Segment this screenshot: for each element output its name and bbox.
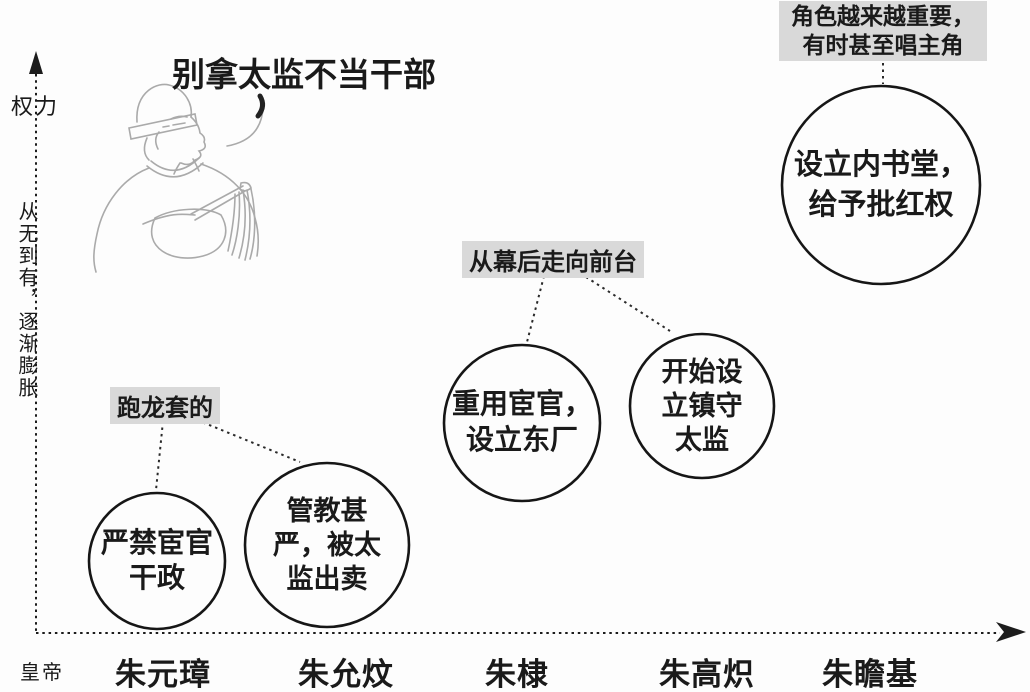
connector-stage1-bubble2 <box>196 419 301 463</box>
bubble-circle-zhuzhanji <box>780 84 982 286</box>
bubble-circles <box>87 84 982 631</box>
x-axis-arrow-icon <box>996 622 1026 642</box>
bubble-circle-zhudi <box>442 343 602 503</box>
x-axis-label-zhudi: 朱棣 <box>485 657 549 692</box>
bubble-circle-zhugaochi <box>628 332 776 480</box>
x-axis <box>36 622 1026 642</box>
bubble-zhuzhanji: 设立内书堂， 给予批红权 <box>784 86 978 284</box>
bubble-circle-zhuyunwen <box>243 461 411 629</box>
annotation-connectors <box>155 63 884 491</box>
stage-label-bit-player: 跑龙套的 <box>110 387 220 424</box>
x-axis-origin-label: 皇帝 <box>20 662 64 684</box>
y-axis <box>29 51 43 633</box>
bubble-text-line: 重用宦官， <box>451 389 592 420</box>
bubble-zhugaochi: 开始设 立镇守 太监 <box>632 334 772 478</box>
stage-label-leading-role: 角色越来越重要， 有时甚至唱主角 <box>779 1 987 61</box>
y-axis-annotation: 从无到有，逐渐膨胀 <box>15 201 37 399</box>
connector-stage2-bubble4 <box>585 276 671 332</box>
bubble-zhuyunwen: 管教甚 严，被太 监出卖 <box>247 463 407 627</box>
eunuch-cartoon-icon <box>93 83 266 273</box>
connector-stage1-bubble1 <box>155 420 164 491</box>
stage-label-leading-role-line2: 有时甚至唱主角 <box>802 33 964 58</box>
bubble-zhudi: 重用宦官， 设立东厂 <box>444 345 600 501</box>
stage-label-front-stage: 从幕后走向前台 <box>462 241 644 278</box>
bubble-text-line: 管教甚 <box>286 496 368 526</box>
x-axis-label-zhuyunwen: 朱允炆 <box>298 657 394 692</box>
stage-label-leading-role-line1: 角色越来越重要， <box>791 4 975 29</box>
bubble-text-line: 开始设 <box>661 357 743 387</box>
bubble-text-line: 设立内书堂， <box>793 149 968 181</box>
main-title: 别拿太监不当干部 <box>172 58 436 94</box>
x-axis-label-zhugaochi: 朱高炽 <box>659 657 755 692</box>
bubble-text-line: 干政 <box>128 563 185 594</box>
x-axis-label-zhuzhanji: 朱瞻基 <box>822 657 918 692</box>
bubble-text-line: 给予批红权 <box>808 189 954 221</box>
x-axis-label-zhuyuanzhang: 朱元璋 <box>115 657 211 692</box>
bubble-text-line: 监出卖 <box>286 564 368 594</box>
bubble-text-line: 立镇守 <box>661 391 743 421</box>
bubble-text-line: 太监 <box>675 425 729 455</box>
connector-stage2-bubble3 <box>526 275 545 343</box>
bubble-text-line: 严，被太 <box>273 530 381 560</box>
bubble-text-line: 严禁宦官 <box>100 528 213 559</box>
y-axis-arrow-icon <box>29 51 43 74</box>
bubble-circle-zhuyuanzhang <box>87 491 227 631</box>
y-axis-label: 权力 <box>11 94 60 119</box>
bubble-text-line: 设立东厂 <box>465 425 578 456</box>
bubble-zhuyuanzhang: 严禁宦官 干政 <box>89 493 225 629</box>
